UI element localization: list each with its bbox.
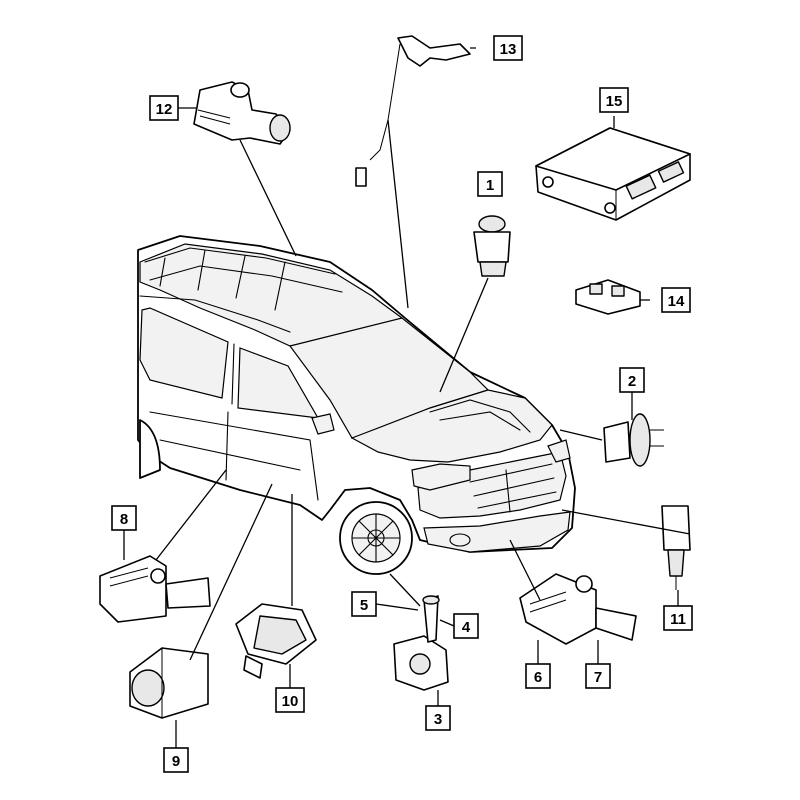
- svg-text:1: 1: [486, 177, 494, 194]
- svg-text:6: 6: [534, 669, 542, 686]
- callout-8: 8: [111, 505, 137, 531]
- part-1-sensor: [473, 215, 511, 277]
- svg-text:12: 12: [156, 101, 173, 118]
- svg-text:2: 2: [628, 373, 636, 390]
- part-11-temp-sensor: [661, 505, 691, 590]
- part-3-tpms-sensor: [393, 635, 449, 691]
- svg-text:7: 7: [594, 669, 602, 686]
- part-9-connector: [129, 647, 209, 719]
- svg-text:13: 13: [500, 41, 517, 58]
- callout-3: 3: [425, 705, 451, 731]
- svg-text:3: 3: [434, 711, 442, 728]
- part-6-impact-sensor: [519, 573, 597, 645]
- part-15-control-module: [535, 127, 691, 221]
- leader-lines: [123, 47, 691, 748]
- svg-text:11: 11: [670, 611, 686, 628]
- part-13-wire-sensor: [355, 35, 471, 187]
- svg-text:14: 14: [668, 293, 685, 310]
- callout-5: 5: [351, 591, 377, 617]
- part-4-valve-stem: [422, 595, 440, 643]
- callout-12: 12: [149, 95, 179, 121]
- svg-text:8: 8: [120, 511, 128, 528]
- part-10-module: [235, 603, 317, 679]
- svg-text:10: 10: [282, 693, 299, 710]
- callout-14: 14: [661, 287, 691, 313]
- part-8-impact-sensor: [99, 555, 211, 623]
- callout-9: 9: [163, 747, 189, 773]
- svg-text:5: 5: [360, 597, 368, 614]
- part-7-bracket: [595, 607, 637, 641]
- part-12-crank-sensor: [193, 81, 291, 145]
- callout-15: 15: [599, 87, 629, 113]
- svg-text:15: 15: [606, 93, 623, 110]
- svg-text:9: 9: [172, 753, 180, 770]
- svg-text:4: 4: [462, 619, 471, 636]
- callout-11: 11: [663, 605, 693, 631]
- part-14-module: [575, 279, 641, 315]
- callout-6: 6: [525, 663, 551, 689]
- callout-1: 1: [477, 171, 503, 197]
- callout-7: 7: [585, 663, 611, 689]
- callout-4: 4: [453, 613, 479, 639]
- callout-10: 10: [275, 687, 305, 713]
- callout-13: 13: [493, 35, 523, 61]
- part-2-sensor: [603, 413, 664, 467]
- callout-2: 2: [619, 367, 645, 393]
- vehicle-illustration: [137, 235, 576, 575]
